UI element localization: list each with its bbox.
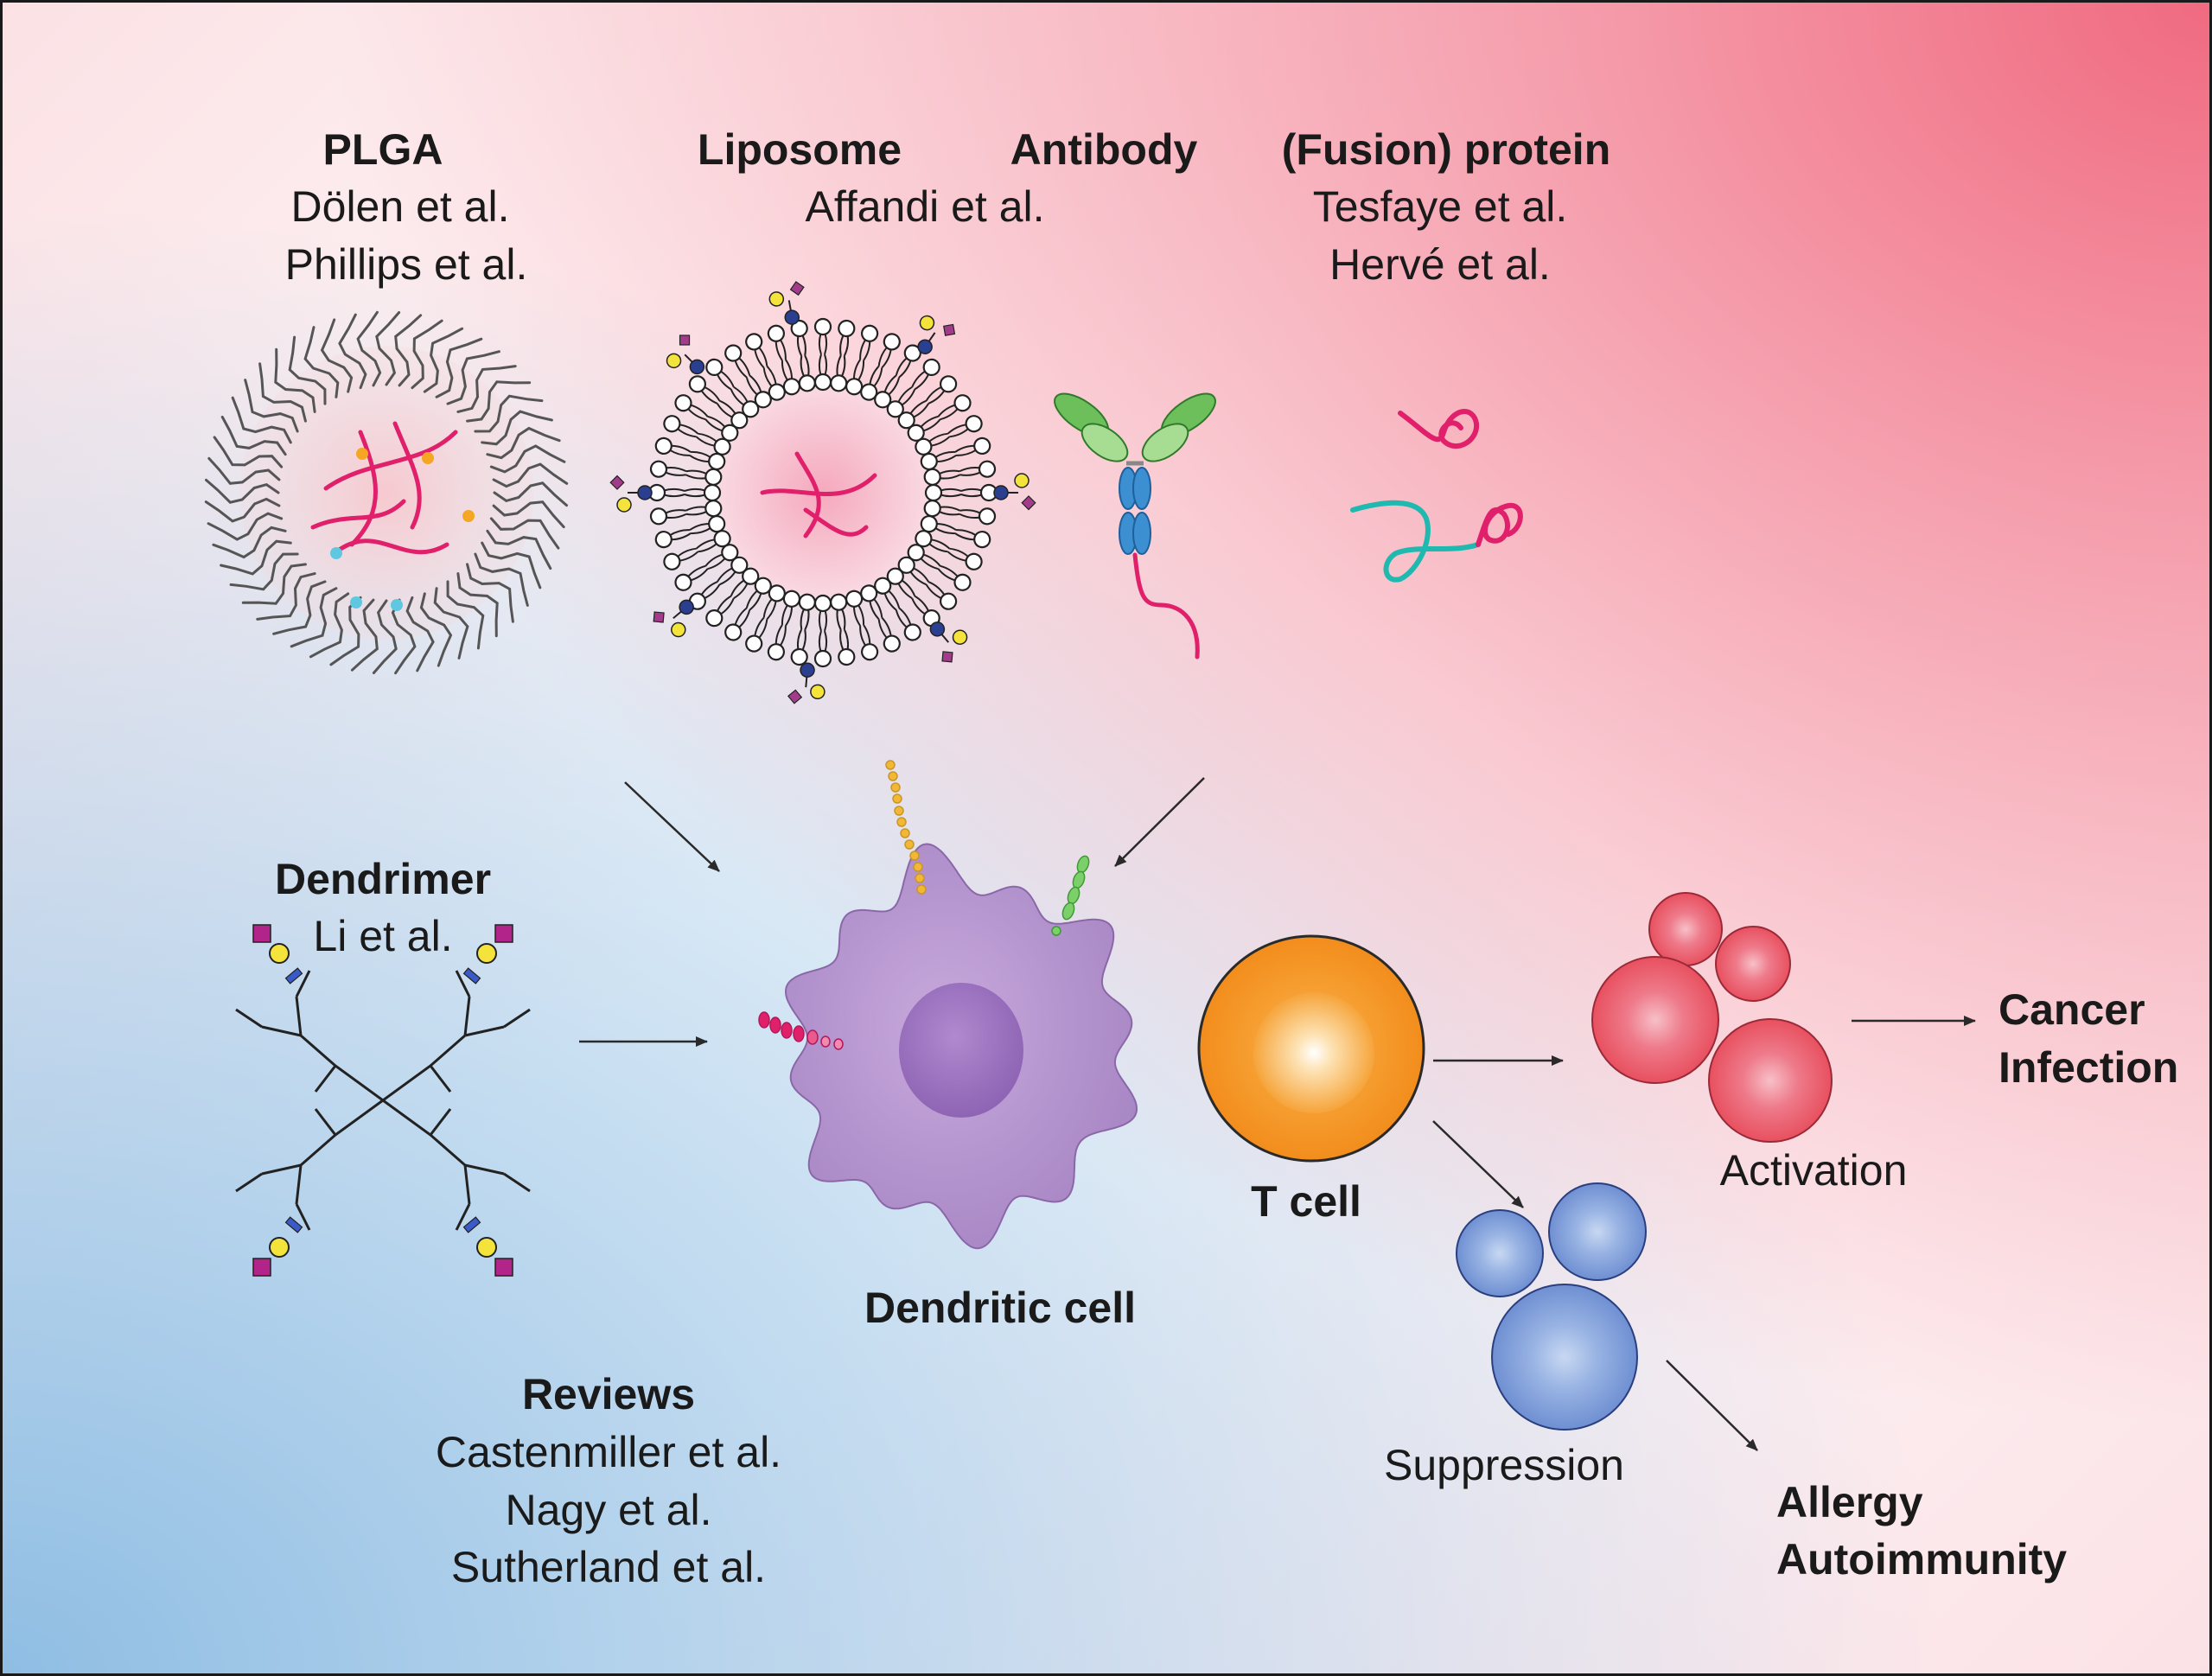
- activation-label: Activation: [1719, 1146, 1908, 1195]
- fusion-protein-icon: [1350, 409, 1523, 583]
- fusion-protein-ref-2: Hervé et al.: [1329, 240, 1551, 289]
- disease-autoimmunity: Autoimmunity: [1776, 1535, 2068, 1584]
- liposome-icon: [609, 279, 1036, 707]
- plga-ref-1: Dölen et al.: [290, 182, 510, 231]
- dendritic-cell-icon: [758, 760, 1138, 1250]
- fusion-protein-title: (Fusion) protein: [1281, 125, 1611, 174]
- arrow-plga-to-dc: [624, 781, 720, 872]
- arrow-suppression-to-allergy: [1666, 1360, 1758, 1451]
- activated-cells-icon: [1591, 892, 1833, 1143]
- t-cell-label: T cell: [1251, 1177, 1361, 1226]
- plga-nanoparticle-icon: [204, 310, 569, 675]
- antibody-title: Antibody: [1010, 125, 1198, 174]
- reviews-ref-2: Nagy et al.: [505, 1486, 712, 1534]
- dendrimer-icon: [234, 923, 532, 1278]
- reviews-ref-3: Sutherland et al.: [450, 1543, 767, 1591]
- disease-cancer: Cancer: [1998, 985, 2145, 1034]
- liposome-title: Liposome: [697, 125, 902, 174]
- fusion-protein-ref-1: Tesfaye et al.: [1312, 182, 1568, 231]
- suppression-label: Suppression: [1384, 1441, 1624, 1489]
- dendritic-cell-label: Dendritic cell: [864, 1284, 1136, 1332]
- antibody-icon: [1054, 392, 1216, 660]
- disease-allergy: Allergy: [1776, 1478, 1923, 1526]
- plga-ref-2: Phillips et al.: [284, 240, 528, 289]
- arrow-antibody-to-dc: [1114, 777, 1205, 867]
- dendrimer-ref: Li et al.: [313, 912, 453, 960]
- reviews-title: Reviews: [521, 1370, 696, 1418]
- reviews-ref-1: Castenmiller et al.: [435, 1428, 782, 1476]
- disease-infection: Infection: [1998, 1043, 2179, 1092]
- plga-title: PLGA: [322, 125, 443, 174]
- liposome-antibody-ref: Affandi et al.: [805, 182, 1045, 231]
- arrow-tcell-to-suppression: [1432, 1120, 1524, 1208]
- dendrimer-title: Dendrimer: [274, 855, 492, 903]
- suppressive-cells-icon: [1456, 1182, 1647, 1431]
- t-cell-icon: [1197, 934, 1425, 1163]
